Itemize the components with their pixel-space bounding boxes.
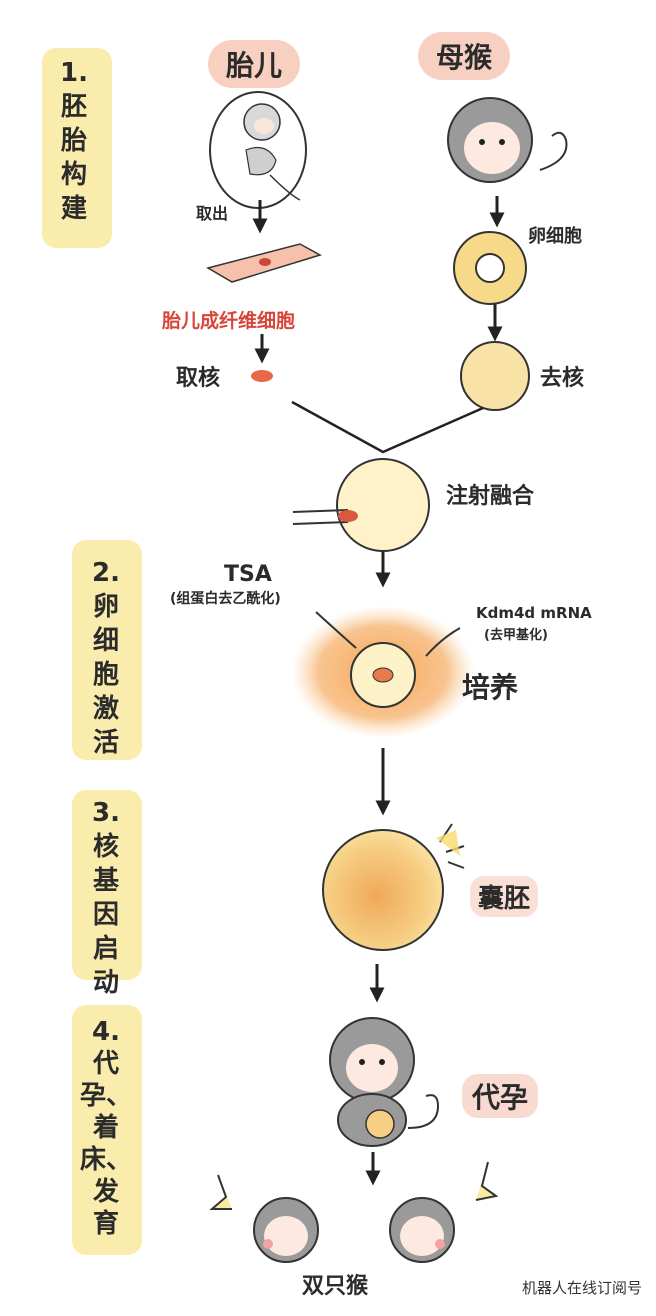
stage-4-line: 着 [92, 1113, 119, 1143]
kdm-pointer [425, 627, 461, 657]
label-twins: 双只猴 [302, 1274, 369, 1299]
stage-bar-4 [72, 1005, 142, 1255]
surrogate-eye-right [379, 1059, 385, 1065]
stage-4-line: 孕、 [79, 1081, 132, 1111]
enucleated-oocyte [460, 341, 530, 411]
stage-3-line: 动 [92, 968, 119, 998]
label-take-nucleus: 取核 [176, 366, 221, 391]
stage-4-number: 4. [92, 1017, 120, 1047]
label-surrogate: 代孕 [462, 1074, 539, 1118]
stage-2-number: 2. [92, 558, 120, 588]
label-kdm-note: (去甲基化) [484, 628, 548, 643]
twin-left-face [264, 1216, 308, 1256]
surrogate-monkey-face [346, 1044, 398, 1092]
injection-needle-bottom [292, 521, 349, 525]
oocyte-nucleus [475, 253, 505, 283]
tsa-pointer [315, 611, 357, 649]
stage-4-line: 床、 [79, 1145, 132, 1175]
fetus-title: 胎儿 [208, 40, 301, 88]
blastocyst-cell [322, 829, 444, 951]
surrogate-eye-left [359, 1059, 365, 1065]
twin-right-face [400, 1216, 444, 1256]
label-kdm: Kdm4d mRNA [476, 604, 592, 622]
stage-1-line: 建 [60, 194, 87, 224]
stage-4-line: 代 [92, 1049, 119, 1079]
celebration-left-icon [209, 1174, 232, 1210]
mother-monkey-eye-left [479, 139, 485, 145]
stage-title-3: 3. 核 基 因 启 动 [76, 796, 136, 1000]
stage-3-line: 基 [92, 866, 119, 896]
stage-title-4: 4. 代 孕、 着 床、 发 育 [76, 1016, 136, 1240]
injected-nucleus [338, 510, 358, 522]
fetus-face [254, 118, 274, 134]
stage-2-line: 激 [92, 694, 119, 724]
stage-title-2: 2. 卵 细 胞 激 活 [76, 556, 136, 760]
fetus-body [245, 147, 277, 176]
stage-2-line: 活 [92, 728, 119, 758]
surrogate-tail [407, 1094, 440, 1129]
label-inject-fusion: 注射融合 [446, 484, 535, 509]
donor-nucleus [251, 370, 273, 382]
label-blastocyst: 囊胚 [470, 876, 539, 917]
stage-1-number: 1. [60, 58, 88, 88]
activated-nucleus [372, 667, 394, 683]
stage-title-1: 1. 胚 胎 构 建 [44, 56, 104, 226]
sparkle-fill [436, 830, 460, 856]
stage-1-line: 胚 [60, 92, 87, 122]
umbilical-cord [269, 174, 301, 201]
merge-lines [291, 400, 484, 454]
stage-4-line: 育 [92, 1209, 119, 1239]
surrogate-belly [365, 1109, 395, 1139]
label-tsa: TSA [224, 562, 272, 587]
label-enucleate: 去核 [540, 366, 585, 391]
stage-4-line: 发 [92, 1177, 119, 1207]
label-culture: 培养 [462, 671, 519, 704]
mother-monkey-eye-right [499, 139, 505, 145]
fibroblast-nucleus [259, 258, 271, 266]
label-fibroblast: 胎儿成纤维细胞 [162, 310, 296, 332]
label-extract: 取出 [196, 204, 229, 223]
twin-right-cheek [435, 1239, 445, 1249]
label-tsa-note: (组蛋白去乙酰化) [170, 591, 281, 607]
stage-2-line: 胞 [92, 660, 119, 690]
stage-3-line: 核 [92, 832, 119, 862]
stage-1-line: 构 [60, 160, 87, 190]
stage-1-line: 胎 [60, 126, 87, 156]
stage-2-line: 卵 [92, 592, 119, 622]
mother-title: 母猴 [418, 32, 511, 80]
celebration-right-icon [475, 1161, 499, 1201]
stage-3-number: 3. [92, 798, 120, 828]
stage-bar-3 [72, 790, 142, 980]
stage-bar-1 [42, 48, 112, 248]
stage-3-line: 因 [92, 900, 119, 930]
twin-left-cheek [263, 1239, 273, 1249]
stage-bar-2 [72, 540, 142, 760]
mother-monkey-face [464, 122, 520, 174]
stage-2-line: 细 [92, 626, 119, 656]
injection-needle-top [292, 509, 349, 513]
fusion-cell [336, 458, 430, 552]
label-oocyte: 卵细胞 [528, 226, 582, 247]
stage-3-line: 启 [92, 934, 119, 964]
watermark-text: 机器人在线订阅号 [521, 1279, 642, 1297]
mother-monkey-tail [539, 131, 568, 171]
